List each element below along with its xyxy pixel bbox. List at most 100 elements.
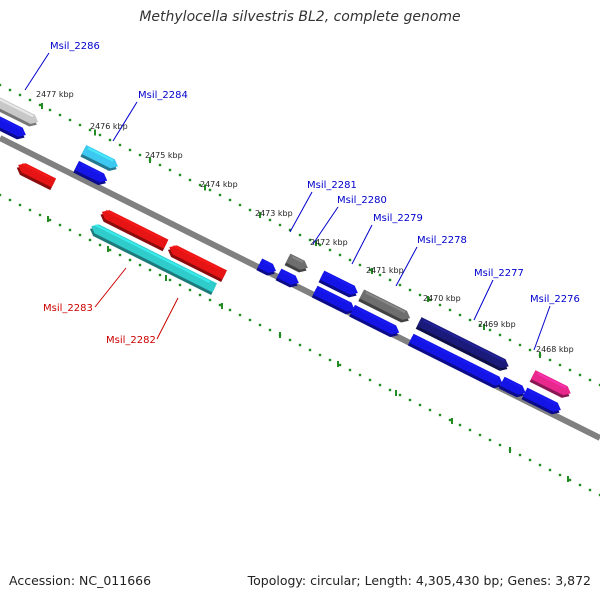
tick-dot: [178, 173, 182, 177]
tick-dot: [0, 83, 2, 87]
tick-dot: [438, 303, 442, 307]
gene-arrow-body: [522, 387, 561, 412]
gene-label-msil-2276[interactable]: Msil_2276: [530, 294, 580, 305]
tick-dot: [218, 193, 222, 197]
gene-arrow-highlight: [172, 244, 221, 270]
tick-dot: [358, 263, 362, 267]
gene-arrow-body: [169, 245, 227, 280]
tick-dot: [148, 268, 152, 272]
gene-arrow-highlight: [356, 307, 395, 328]
tick-dot: [328, 248, 332, 252]
tick-dot: [488, 438, 492, 442]
gene-msil-2276[interactable]: [529, 370, 573, 400]
tick-dot: [368, 268, 372, 272]
gene-arrow-body: [18, 163, 57, 188]
gene-arrow-highlight: [282, 270, 295, 279]
tick-dot: [318, 353, 322, 357]
tick-dot: [128, 258, 132, 262]
tick-dot: [298, 233, 302, 237]
gene-red-a[interactable]: [15, 161, 57, 191]
gene-arrow-highlight: [536, 372, 567, 389]
gene-msil-2278[interactable]: [358, 289, 412, 325]
tick-dot: [458, 423, 462, 427]
gene-label-msil-2286[interactable]: Msil_2286: [50, 41, 100, 52]
tick-dot: [318, 243, 322, 247]
gene-msil-2279[interactable]: [349, 304, 401, 340]
gene-label-msil-2283[interactable]: Msil_2283: [43, 303, 93, 314]
leader-line: [395, 246, 418, 287]
gene-label-msil-2280[interactable]: Msil_2280: [337, 195, 387, 206]
tick-dot: [428, 408, 432, 412]
tick-dot: [248, 318, 252, 322]
gene-blue-b[interactable]: [73, 160, 109, 188]
tick-dot: [278, 223, 282, 227]
gene-arrow-body: [409, 333, 503, 386]
tick-dot: [118, 253, 122, 257]
gene-label-msil-2284[interactable]: Msil_2284: [138, 90, 188, 101]
gene-blue-a[interactable]: [0, 112, 28, 143]
tick-dot: [228, 198, 232, 202]
gene-msil-2281[interactable]: [284, 253, 310, 275]
label-leader-lines: [24, 52, 551, 351]
tick-dot: [338, 363, 342, 367]
gene-arrow-highlight: [325, 272, 354, 289]
tick-dot-rings: [0, 83, 600, 497]
tick-dot: [548, 468, 552, 472]
leader-line: [533, 305, 551, 351]
gene-arrow-highlight: [414, 335, 499, 379]
gene-arrow-highlight: [263, 260, 272, 267]
tick-dot: [288, 338, 292, 342]
tick-dot: [348, 258, 352, 262]
tick-dot: [358, 373, 362, 377]
gene-arrow-highlight: [318, 287, 351, 305]
tick-dot: [208, 188, 212, 192]
gene-label-msil-2281[interactable]: Msil_2281: [307, 180, 357, 191]
page-title: Methylocella silvestris BL2, complete ge…: [139, 9, 461, 25]
gene-blue-g[interactable]: [498, 376, 528, 400]
tick-dot: [308, 238, 312, 242]
genome-info-text: Topology: circular; Length: 4,305,430 bp…: [247, 573, 591, 588]
tick-dot: [388, 388, 392, 392]
gene-msil-2286[interactable]: [0, 93, 40, 129]
tick-dot: [108, 138, 112, 142]
tick-dot: [8, 88, 12, 92]
gene-label-msil-2277[interactable]: Msil_2277: [474, 268, 524, 279]
gene-msil-2277[interactable]: [415, 317, 511, 373]
tick-dot: [308, 348, 312, 352]
tick-dot: [0, 193, 2, 197]
gene-arrow-highlight: [80, 163, 103, 176]
tick-dot: [38, 103, 42, 107]
tick-dot: [498, 333, 502, 337]
gene-red-c[interactable]: [166, 243, 227, 283]
gene-blue-d[interactable]: [275, 268, 301, 290]
gene-msil-2284[interactable]: [80, 145, 120, 174]
gene-arrow-highlight: [422, 319, 505, 362]
gene-label-msil-2278[interactable]: Msil_2278: [417, 235, 467, 246]
gene-red-b[interactable]: [98, 207, 169, 252]
tick-label: 2474 kbp: [200, 180, 238, 189]
tick-label: 2468 kbp: [536, 345, 574, 354]
gene-label-msil-2282[interactable]: Msil_2282: [106, 335, 156, 346]
tick-dot: [68, 118, 72, 122]
gene-arrow-body: [91, 224, 217, 293]
gene-label-msil-2279[interactable]: Msil_2279: [373, 213, 423, 224]
tick-dot: [58, 113, 62, 117]
tick-dot: [468, 428, 472, 432]
gene-blue-f[interactable]: [407, 333, 505, 391]
tick-dot: [138, 263, 142, 267]
tick-label: 2475 kbp: [145, 151, 183, 160]
gene-msil-2282[interactable]: [88, 222, 217, 296]
gene-blue-h[interactable]: [521, 387, 564, 418]
gene-blue-c[interactable]: [256, 258, 278, 279]
tick-dot: [288, 228, 292, 232]
tick-dot: [78, 233, 82, 237]
gene-blue-e[interactable]: [311, 285, 357, 317]
tick-dot: [438, 413, 442, 417]
gene-labels: Msil_2286 Msil_2284 Msil_2281 Msil_2280 …: [43, 41, 580, 346]
gene-msil-2280[interactable]: [318, 270, 361, 301]
tick-dot: [428, 298, 432, 302]
tick-dot: [268, 218, 272, 222]
gene-arrow-highlight: [21, 162, 50, 179]
tick-dot: [198, 183, 202, 187]
tick-dot: [208, 298, 212, 302]
